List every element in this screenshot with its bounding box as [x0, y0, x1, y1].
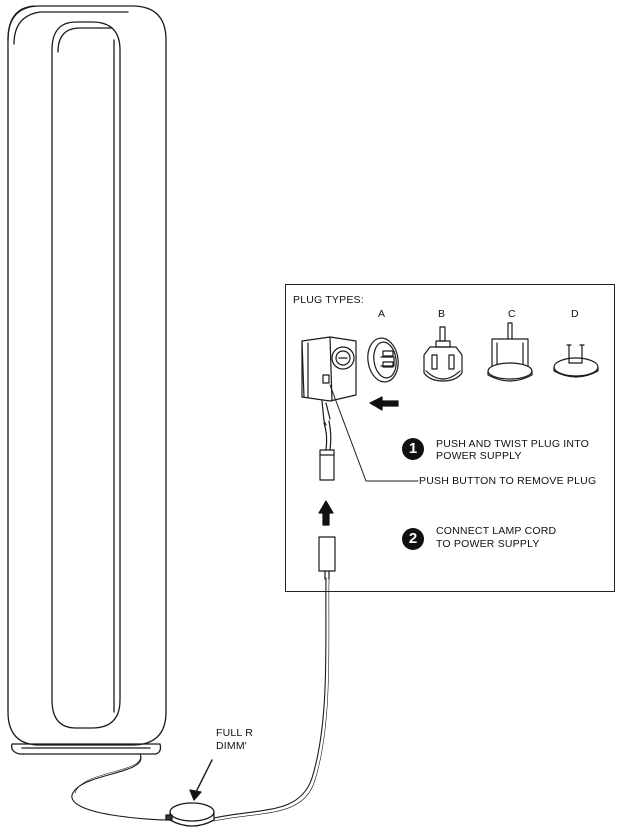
power-supply-icon — [301, 336, 357, 481]
lamp-cord-connector — [318, 536, 336, 580]
dimmer-callout-line1: FULL R — [216, 727, 253, 739]
push-button-callout: PUSH BUTTON TO REMOVE PLUG — [419, 475, 597, 487]
plug-label-b: B — [438, 308, 446, 320]
plug-a-icon — [367, 337, 399, 383]
arrow-left-icon — [369, 396, 399, 411]
panel-drawings — [301, 322, 599, 580]
plug-c-icon — [487, 322, 533, 382]
dimmer-icon — [165, 802, 215, 827]
step-2-badge: 2 — [402, 528, 424, 550]
dimmer-callout-arrow — [189, 759, 213, 801]
plug-d-icon — [553, 344, 599, 378]
floor-lamp-icon — [7, 5, 167, 755]
plug-label-a: A — [378, 308, 386, 320]
step-1-badge: 1 — [402, 438, 424, 460]
step-1-text-line1: PUSH AND TWIST PLUG INTO — [436, 438, 589, 450]
plug-b-icon — [423, 326, 463, 382]
plug-label-c: C — [508, 308, 516, 320]
plug-types-title: PLUG TYPES: — [293, 294, 364, 306]
lamp-cord — [71, 753, 171, 821]
step-2-text-line2: TO POWER SUPPLY — [436, 538, 540, 550]
power-cord — [213, 577, 327, 819]
push-button-leader — [329, 384, 419, 482]
plug-label-d: D — [571, 308, 579, 320]
instruction-panel: PLUG TYPES: A B C D — [285, 284, 615, 592]
step-2-text-line1: CONNECT LAMP CORD — [436, 525, 557, 537]
step-1-text-line2: POWER SUPPLY — [436, 450, 522, 462]
dimmer-callout-line2: DIMM' — [216, 740, 247, 752]
arrow-up-icon — [318, 500, 334, 526]
